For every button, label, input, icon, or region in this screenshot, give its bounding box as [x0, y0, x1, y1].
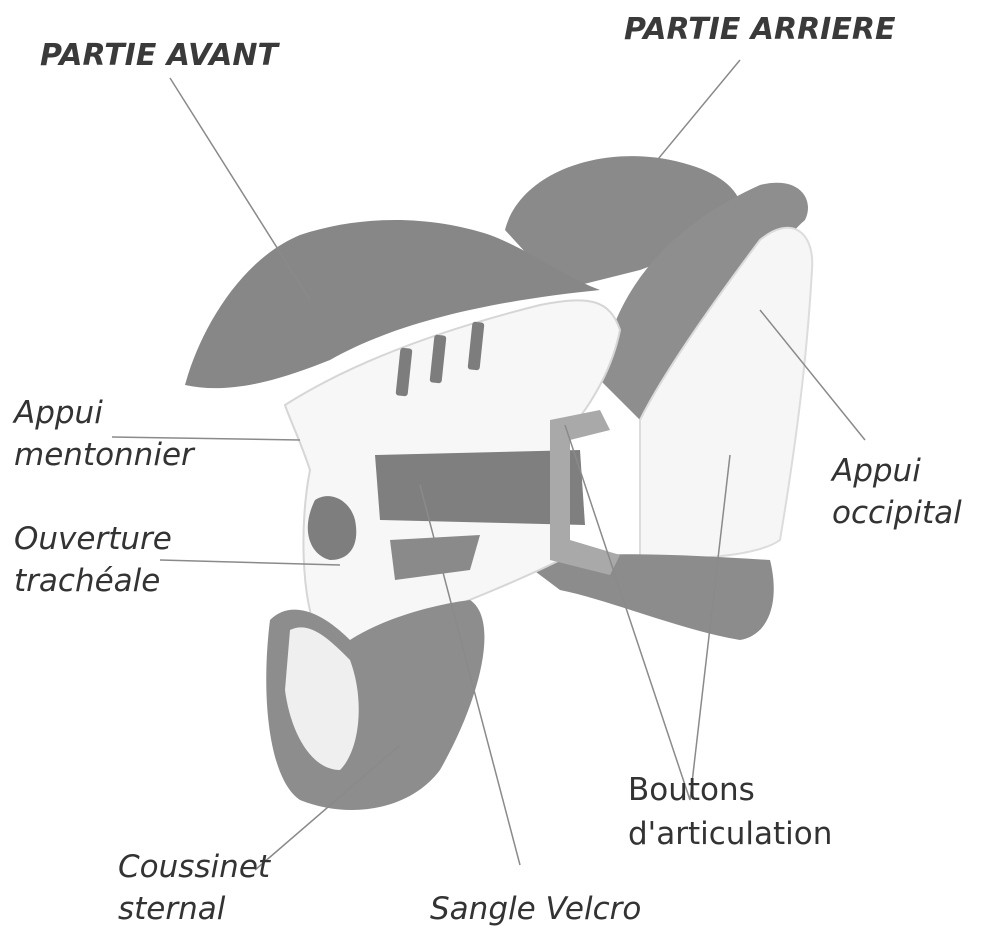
- articulation-buttons-label: Boutons d'articulation: [628, 768, 832, 856]
- rear-bottom-pad: [520, 554, 774, 640]
- occipital-support-label: Appui occipital: [832, 450, 962, 534]
- occipital-support-line-1: Appui: [832, 450, 962, 492]
- chin-support-line-1: Appui: [14, 392, 194, 434]
- tracheal-opening-label: Ouverture trachéale: [14, 518, 172, 602]
- back-part-label: PARTIE ARRIERE: [624, 12, 895, 47]
- articulation-buttons-line-1: Boutons: [628, 768, 832, 812]
- sternal-pad-label: Coussinet sternal: [118, 846, 270, 930]
- sternal-pad-line-1: Coussinet: [118, 846, 270, 888]
- sternal-pad-line-2: sternal: [118, 888, 270, 930]
- front-part-label: PARTIE AVANT: [40, 38, 278, 73]
- tracheal-opening-line-2: trachéale: [14, 560, 172, 602]
- occipital-support-line-2: occipital: [832, 492, 962, 534]
- velcro-strap-label: Sangle Velcro: [430, 888, 641, 930]
- chin-support-line-2: mentonnier: [14, 434, 194, 476]
- connector-bracket: [550, 410, 620, 575]
- chin-support-label: Appui mentonnier: [14, 392, 194, 476]
- articulation-buttons-line-2: d'articulation: [628, 812, 832, 856]
- tracheal-opening-line-1: Ouverture: [14, 518, 172, 560]
